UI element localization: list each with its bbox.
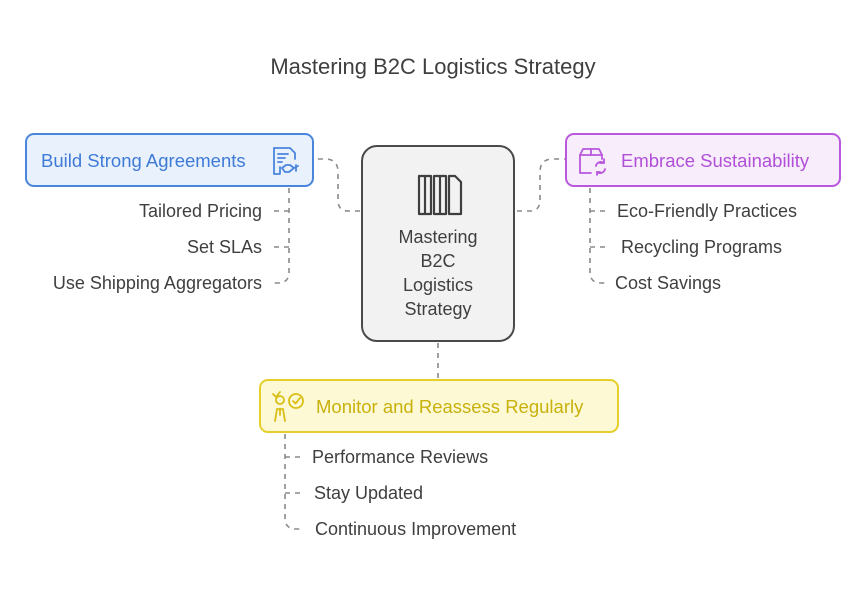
list-item: Recycling Programs: [621, 237, 783, 257]
branch-embrace-sustainability: Embrace Sustainability: [565, 133, 841, 187]
branch-label: Monitor and Reassess Regularly: [316, 396, 584, 417]
branch-monitor-and-reassess: Monitor and Reassess Regularly: [259, 379, 619, 433]
center-label-line: Logistics: [402, 275, 474, 295]
list-item: Cost Savings: [615, 273, 722, 293]
person-checklist-icon: [272, 391, 304, 422]
center-label-line: Strategy: [404, 299, 472, 319]
branch-label: Embrace Sustainability: [621, 150, 810, 171]
list-item: Set SLAs: [186, 237, 262, 257]
center-label-line: B2C: [420, 251, 456, 271]
tree-bottom: [284, 434, 302, 530]
columns-icon: [417, 174, 463, 216]
center-label-line: Mastering: [398, 227, 478, 247]
recycle-box-icon: [579, 148, 606, 176]
branch-build-strong-agreements: Build Strong Agreements: [25, 133, 314, 187]
agreement-handshake-icon: [273, 147, 299, 175]
list-item: Stay Updated: [314, 483, 424, 503]
connector-right: [517, 158, 565, 212]
list-item: Tailored Pricing: [138, 201, 262, 221]
page-title: Mastering B2C Logistics Strategy: [270, 54, 596, 79]
list-item: Use Shipping Aggregators: [52, 273, 262, 293]
center-node: Mastering B2C Logistics Strategy: [361, 145, 515, 342]
list-item: Continuous Improvement: [315, 519, 517, 539]
list-item: Eco-Friendly Practices: [617, 201, 798, 221]
tree-right: [589, 188, 607, 284]
branch-label: Build Strong Agreements: [41, 150, 246, 171]
connector-left: [314, 158, 360, 212]
list-item: Performance Reviews: [312, 447, 489, 467]
tree-left: [272, 188, 290, 284]
center-label: Mastering B2C Logistics Strategy: [363, 225, 513, 321]
